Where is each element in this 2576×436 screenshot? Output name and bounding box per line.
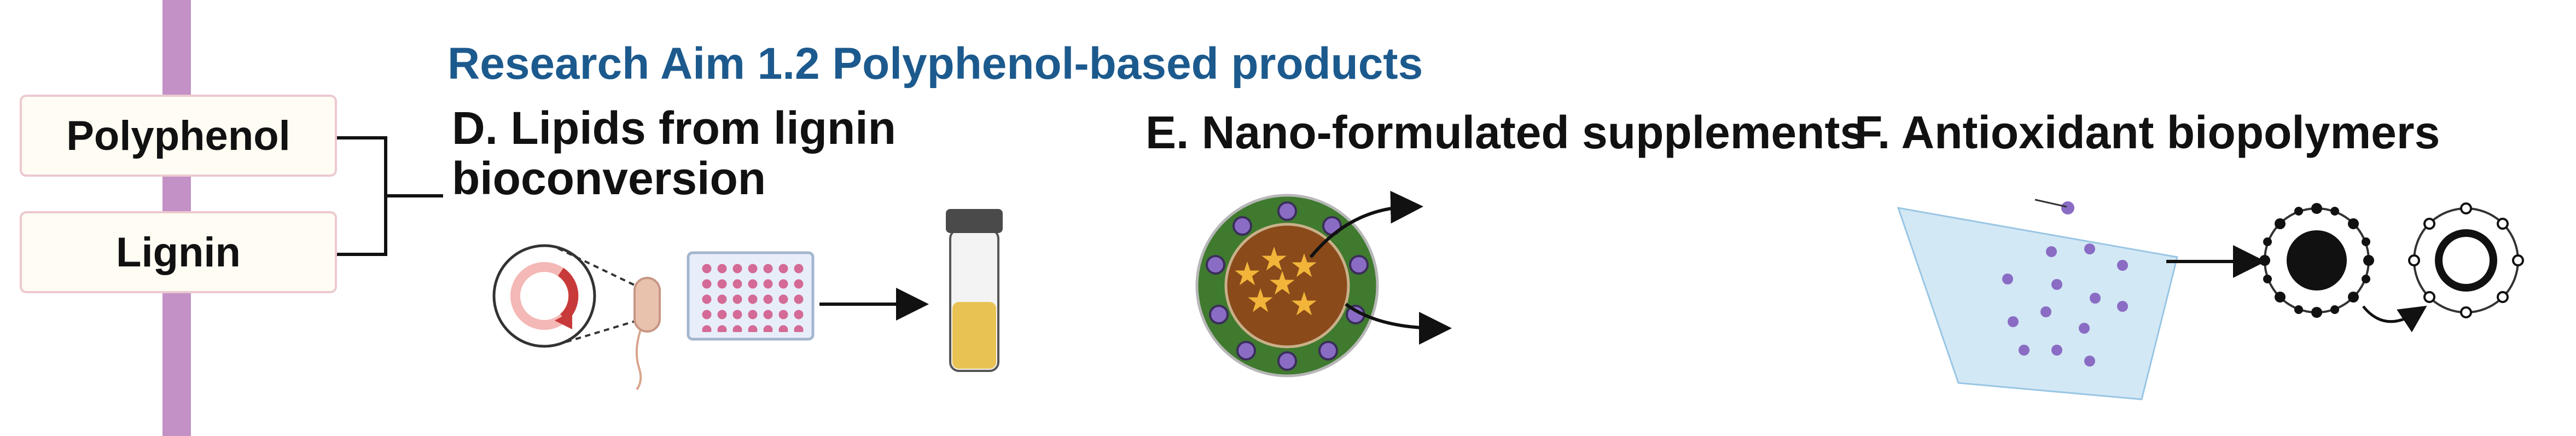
polyphenol-label: Polyphenol — [66, 112, 290, 159]
release-arrows — [1309, 190, 1452, 345]
panel-f-title: F. Antioxidant biopolymers — [1854, 107, 2440, 158]
panel-e-title: E. Nano-formulated supplements — [1145, 107, 1866, 158]
lignin-box: Lignin — [20, 211, 337, 293]
panel-d-title-line2: bioconversion — [452, 153, 766, 204]
nanoparticle-icon — [1195, 194, 1379, 377]
lignin-label: Lignin — [116, 229, 241, 276]
bracket-connector — [337, 136, 443, 256]
plasmid-icon — [492, 244, 596, 348]
bacterium-icon — [633, 277, 661, 391]
polymer-ring-icon — [2259, 202, 2524, 333]
zoom-lines — [557, 247, 639, 343]
polyphenol-box: Polyphenol — [20, 95, 337, 177]
well-plate-icon — [687, 251, 815, 341]
vial-icon — [946, 209, 1003, 372]
film-icon — [1897, 199, 2178, 400]
panel-d-title-line1: D. Lipids from lignin — [452, 102, 896, 154]
aim-title: Research Aim 1.2 Polyphenol-based produc… — [447, 39, 1423, 89]
